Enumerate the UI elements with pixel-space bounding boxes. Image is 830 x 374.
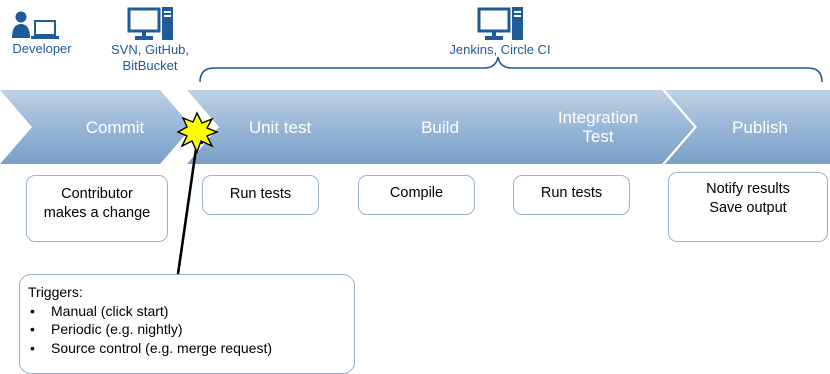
trigger-item-source-control: Source control (e.g. merge request) — [28, 339, 354, 358]
stage-chevron-build[interactable] — [345, 90, 537, 164]
description-box-build: Compile — [358, 175, 475, 215]
stage-label-commit: Commit — [85, 117, 145, 137]
trigger-item-manual: Manual (click start) — [28, 302, 354, 321]
ci-actor: Jenkins, Circle CI — [420, 6, 580, 58]
scm-label: SVN, GitHub, BitBucket — [110, 42, 190, 73]
stage-label-unit-test: Unit test — [248, 117, 312, 137]
triggers-box: Triggers: Manual (click start) Periodic … — [19, 274, 355, 374]
ci-label: Jenkins, Circle CI — [449, 42, 551, 57]
person-laptop-icon — [12, 11, 59, 39]
stage-chevron-publish[interactable] — [665, 90, 830, 164]
trigger-item-periodic: Periodic (e.g. nightly) — [28, 320, 354, 339]
developer-label: Developer — [12, 41, 72, 56]
description-box-integration-test: Run tests — [513, 175, 630, 215]
scm-actor: SVN, GitHub, BitBucket — [100, 6, 200, 74]
computer-icon — [477, 7, 523, 40]
trigger-arrow — [176, 141, 199, 275]
triggers-title: Triggers: — [28, 284, 83, 300]
triggers-list: Manual (click start) Periodic (e.g. nigh… — [28, 302, 354, 358]
developer-actor: Developer — [4, 8, 80, 57]
description-box-publish: Notify results Save output — [668, 172, 828, 242]
stage-chevron-integration-test[interactable] — [502, 90, 694, 164]
description-box-unit-test: Run tests — [202, 175, 319, 215]
stage-chevron-commit[interactable] — [0, 90, 192, 164]
stage-chevron-unit-test[interactable] — [187, 90, 379, 164]
stage-label-publish: Publish — [732, 117, 788, 137]
trigger-star-icon — [176, 111, 219, 154]
stage-label-integration-test: Integration Test — [557, 108, 639, 146]
ci-brace — [199, 56, 823, 83]
stage-label-build: Build — [421, 117, 459, 137]
description-box-commit: Contributor makes a change — [26, 175, 168, 242]
computer-icon — [127, 7, 173, 40]
